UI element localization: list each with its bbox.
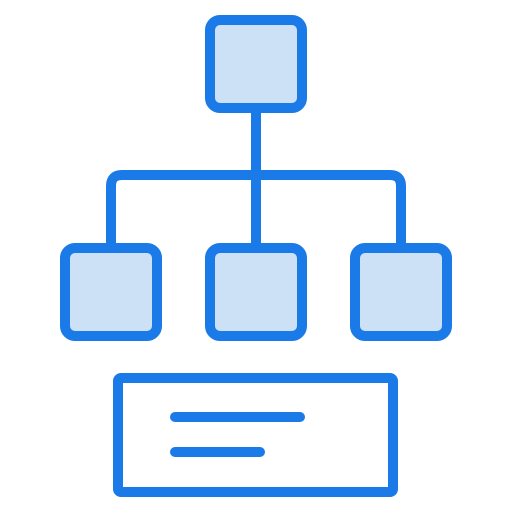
caption-lines bbox=[170, 412, 305, 457]
child-node-left bbox=[60, 243, 162, 341]
branch-line bbox=[106, 170, 406, 253]
caption-box bbox=[113, 373, 398, 497]
child-node-right bbox=[350, 243, 452, 341]
child-node-center bbox=[205, 243, 307, 341]
root-node bbox=[205, 15, 307, 113]
connector-lines bbox=[106, 103, 406, 253]
